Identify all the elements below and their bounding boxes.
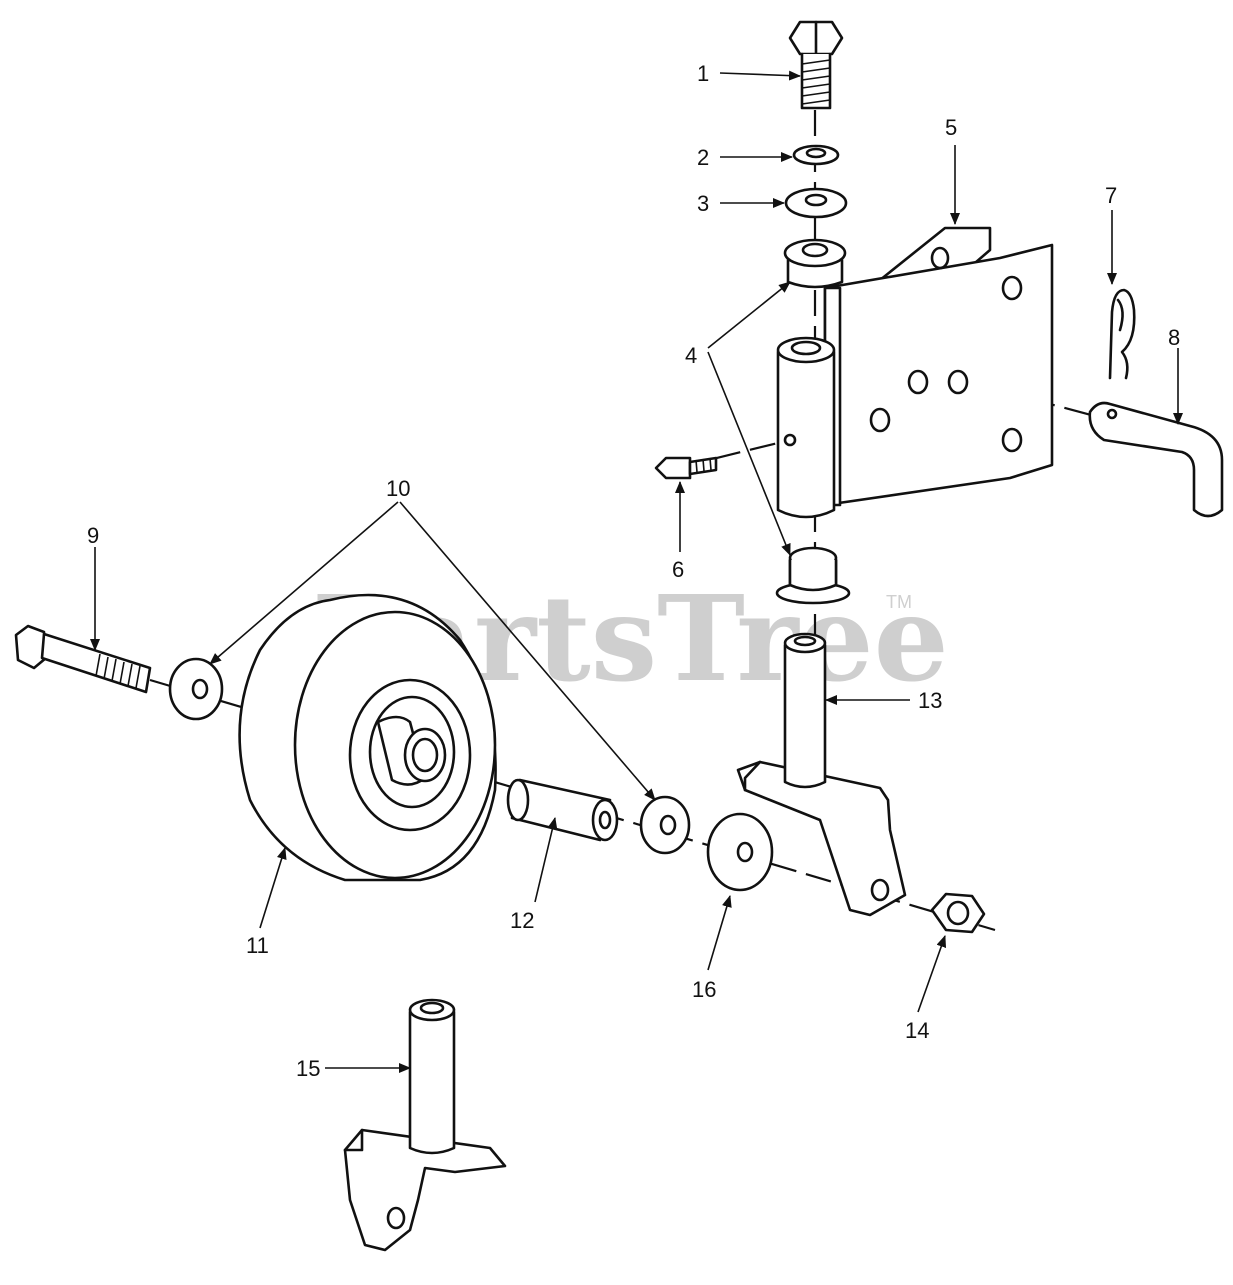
- part-15-idler-arm-alt: [343, 998, 507, 1252]
- callout-11: 11: [246, 933, 269, 958]
- callout-leaders: [90, 70, 1183, 1073]
- callout-13: 13: [918, 688, 942, 713]
- callout-5: 5: [945, 115, 957, 140]
- callout-labels: 1 2 3 4 5 6 7 8 9 10 11 12 13 14 15 16: [87, 61, 1180, 1081]
- callout-1: 1: [697, 61, 709, 86]
- part-14-hex-nut: [930, 892, 986, 934]
- part-11-idler-pulley: [238, 593, 497, 882]
- watermark-trademark: TM: [886, 592, 912, 612]
- part-7-hairpin-clip: [1108, 288, 1136, 380]
- part-3-flat-washer: [784, 187, 848, 219]
- part-8-pin: [1088, 401, 1224, 518]
- part-5-pivot-bracket: [776, 226, 1054, 519]
- part-16-large-washer: [706, 812, 774, 892]
- part-1-hex-bolt: [788, 20, 844, 110]
- callout-6: 6: [672, 557, 684, 582]
- callout-7: 7: [1105, 183, 1117, 208]
- part-4-lower-bushing: [775, 546, 851, 605]
- part-10-washer-left: [168, 657, 224, 721]
- callout-3: 3: [697, 191, 709, 216]
- callout-8: 8: [1168, 325, 1180, 350]
- part-13-idler-arm: [736, 632, 907, 917]
- part-12-spacer: [506, 778, 619, 842]
- callout-14: 14: [905, 1018, 929, 1043]
- callout-16: 16: [692, 977, 716, 1002]
- callout-2: 2: [697, 145, 709, 170]
- callout-12: 12: [510, 908, 534, 933]
- callout-9: 9: [87, 523, 99, 548]
- callout-15: 15: [296, 1056, 320, 1081]
- callout-4: 4: [685, 343, 697, 368]
- part-2-lock-washer: [792, 144, 840, 166]
- part-4-upper-bushing: [783, 238, 847, 289]
- part-6-grease-fitting: [654, 456, 718, 480]
- part-9-bolt: [14, 624, 152, 694]
- callout-10: 10: [386, 476, 410, 501]
- part-10-washer-right: [639, 795, 691, 855]
